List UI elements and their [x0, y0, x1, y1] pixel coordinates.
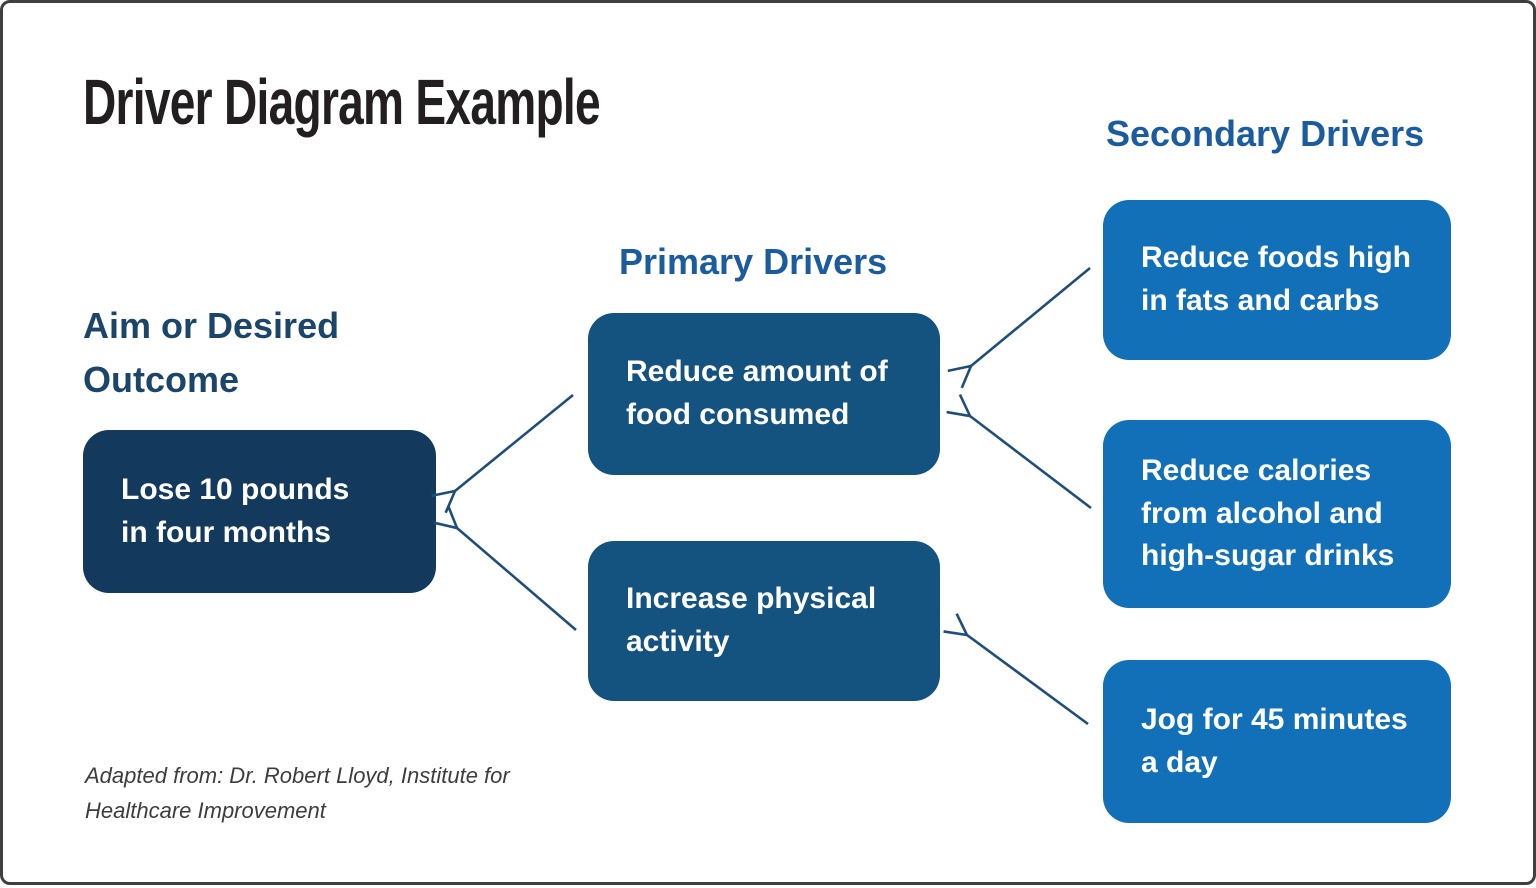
- primary-driver-box-1: Reduce amount of food consumed: [588, 313, 940, 475]
- page-title-text: Driver Diagram Example: [83, 66, 601, 138]
- secondary-driver-box-1-label: Reduce foods high in fats and carbs: [1141, 241, 1411, 317]
- arrow-primary1-to-aim-icon: [431, 393, 574, 514]
- primary-driver-box-1-label: Reduce amount of food consumed: [626, 355, 888, 431]
- primary-driver-box-2-label: Increase physical activity: [626, 582, 877, 658]
- secondary-driver-box-2: Reduce calories from alcohol and high-su…: [1103, 420, 1451, 608]
- secondary-driver-box-3: Jog for 45 minutes a day: [1103, 660, 1451, 823]
- arrow-secondary2-to-primary1-icon: [946, 393, 1092, 510]
- secondary-column-heading: Secondary Drivers: [1106, 113, 1425, 154]
- primary-column-heading: Primary Drivers: [619, 241, 888, 282]
- aim-column-heading: Aim or Desired Outcome: [83, 305, 340, 400]
- arrow-secondary1-to-primary1-icon: [947, 266, 1091, 389]
- aim-box-label: Lose 10 pounds in four months: [121, 472, 350, 549]
- secondary-driver-box-1: Reduce foods high in fats and carbs: [1103, 200, 1451, 360]
- aim-box: Lose 10 pounds in four months: [83, 430, 436, 593]
- page-title: Driver Diagram Example: [83, 65, 801, 139]
- secondary-driver-box-3-label: Jog for 45 minutes a day: [1141, 702, 1408, 779]
- primary-driver-box-2: Increase physical activity: [588, 541, 940, 701]
- arrow-primary2-to-aim-icon: [433, 505, 577, 631]
- secondary-driver-box-2-label: Reduce calories from alcohol and high-su…: [1141, 454, 1395, 573]
- attribution-note: Adapted from: Dr. Robert Lloyd, Institut…: [85, 763, 510, 824]
- arrow-secondary3-to-primary2-icon: [943, 613, 1089, 726]
